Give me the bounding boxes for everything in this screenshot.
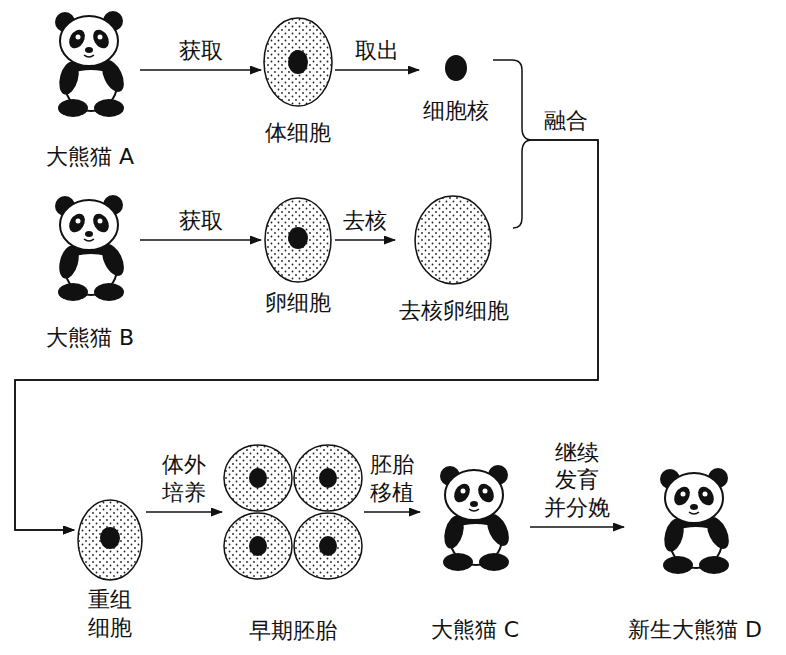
arrow-connector <box>364 511 420 513</box>
figure-caption: 大熊猫 C <box>431 616 519 644</box>
figure-caption: 卵细胞 <box>265 289 331 317</box>
figure-caption: 大熊猫 A <box>46 143 134 171</box>
arrow-connector <box>15 60 598 530</box>
figure-caption: 重组 细胞 <box>88 586 132 641</box>
cell-figure: 重组 细胞 <box>74 498 146 641</box>
arrow-connector <box>140 69 261 71</box>
arrow-connector <box>146 511 222 513</box>
nucleus-figure: 细胞核 <box>419 54 493 124</box>
figure-caption: 新生大熊猫 D <box>628 616 762 644</box>
cell-figure: 卵细胞 <box>261 196 335 316</box>
panda-figure: 大熊猫 B <box>40 188 140 351</box>
arrow-connector <box>335 69 419 71</box>
figure-caption: 去核卵细胞 <box>399 297 509 325</box>
arrow-label: 体外 培养 <box>160 451 208 506</box>
cell-figure: 体细胞 <box>261 16 335 146</box>
arrow-connector <box>530 526 624 528</box>
panda-figure: 新生大熊猫 D <box>624 460 766 643</box>
figure-caption: 大熊猫 B <box>46 324 134 352</box>
arrow-connector <box>335 239 395 241</box>
figure-caption: 早期胚胎 <box>249 617 337 645</box>
arrow-label: 获取 <box>177 207 225 235</box>
figure-caption: 体细胞 <box>265 119 331 147</box>
embryo-figure: 早期胚胎 <box>222 442 364 644</box>
arrow-label: 融合 <box>542 107 590 135</box>
arrow-label: 胚胎 移植 <box>368 451 416 506</box>
arrow-label: 继续 发育 并分娩 <box>542 439 612 522</box>
figure-caption: 细胞核 <box>423 97 489 125</box>
arrow-label: 去核 <box>341 207 389 235</box>
arrow-connector <box>15 140 598 530</box>
panda-figure: 大熊猫 C <box>420 455 530 643</box>
panda-figure: 大熊猫 A <box>40 5 140 170</box>
arrow-label: 取出 <box>353 37 401 65</box>
arrow-connector <box>140 239 261 241</box>
cell-figure: 去核卵细胞 <box>395 194 513 324</box>
arrow-label: 获取 <box>177 37 225 65</box>
